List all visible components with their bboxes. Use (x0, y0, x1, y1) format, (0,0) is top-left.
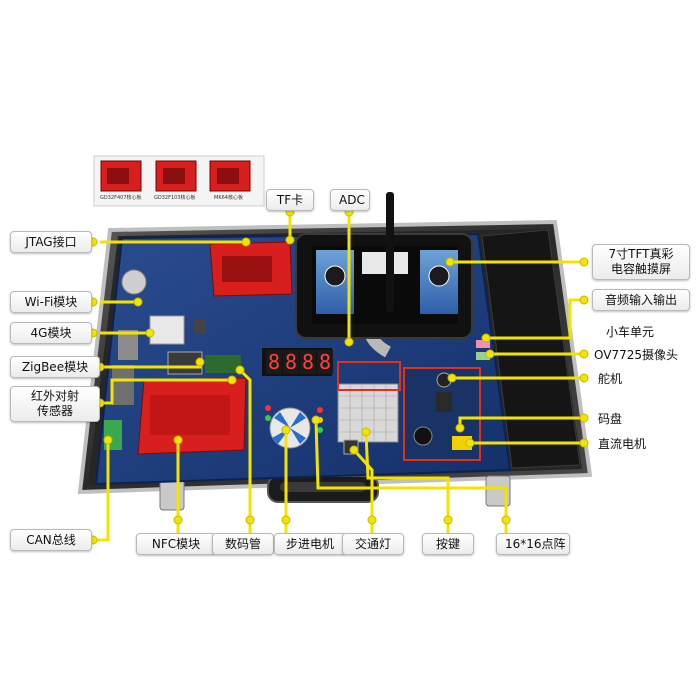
tft-touchscreen (295, 233, 473, 339)
label-ir-sensor: 红外对射 传感器 (10, 386, 100, 422)
label-audio: 音频输入输出 (592, 289, 690, 311)
seven-segment-digit: 8 (283, 350, 299, 374)
label-zigbee: ZigBee模块 (10, 356, 100, 378)
label-ir-line2: 传感器 (36, 404, 73, 418)
label-tft: 7寸TFT真彩 电容触摸屏 (592, 244, 690, 280)
label-adc: ADC (330, 189, 370, 211)
antenna (386, 192, 394, 312)
label-stepper: 步进电机 (274, 533, 346, 555)
label-ir-line1: 红外对射 (30, 389, 79, 403)
core-board-caption-gd32f407: GD32F407核心板 (100, 195, 142, 201)
label-servo: 舵机 (598, 372, 623, 386)
label-traffic: 交通灯 (342, 533, 404, 555)
label-tft-line2: 电容触摸屏 (610, 262, 671, 276)
label-camera: OV7725摄像头 (594, 348, 678, 362)
seven-segment-digit: 8 (266, 350, 282, 374)
label-encoder: 码盘 (598, 412, 623, 426)
label-4g: 4G模块 (10, 322, 92, 344)
label-wifi: Wi-Fi模块 (10, 291, 92, 313)
label-jtag: JTAG接口 (10, 231, 92, 253)
label-tft-line1: 7寸TFT真彩 (608, 247, 674, 261)
label-matrix: 16*16点阵 (496, 533, 570, 555)
core-board-caption-gd32f103: GD32F103核心板 (154, 195, 196, 201)
core-board-thumbnails (93, 155, 265, 207)
label-dc-motor: 直流电机 (598, 437, 647, 451)
core-board-caption-mk64: MK64核心板 (214, 195, 243, 201)
seven-segment-digit: 8 (317, 350, 333, 374)
label-seg: 数码管 (212, 533, 274, 555)
label-can: CAN总线 (10, 529, 92, 551)
label-keys: 按键 (422, 533, 474, 555)
label-tf: TF卡 (266, 189, 314, 211)
seven-segment-digit: 8 (300, 350, 316, 374)
label-nfc: NFC模块 (136, 533, 216, 555)
label-car: 小车单元 (606, 325, 655, 339)
